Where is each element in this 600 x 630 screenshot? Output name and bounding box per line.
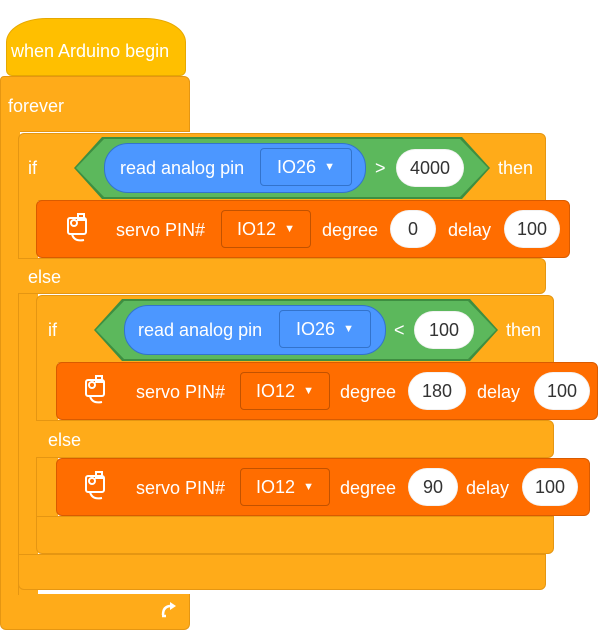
servo-inner-else-pin-dropdown[interactable]: IO12 ▼: [240, 468, 330, 506]
outer-threshold-input[interactable]: 4000: [396, 149, 464, 187]
forever-block[interactable]: [0, 76, 190, 132]
servo-outer-then-delay-label: delay: [448, 220, 492, 240]
servo-inner-else-pin: IO12: [256, 476, 296, 497]
triangle-down-icon: ▼: [324, 160, 335, 173]
servo-outer-then-label: servo PIN#: [116, 220, 206, 240]
outer-else-arm[interactable]: [18, 258, 546, 294]
servo-inner-else-delay-input[interactable]: 100: [522, 468, 578, 506]
servo-inner-then-delay: 100: [546, 380, 578, 401]
outer-if-label: if: [28, 158, 37, 178]
servo-inner-then-pin-dropdown[interactable]: IO12 ▼: [240, 372, 330, 410]
outer-then-label: then: [498, 158, 534, 178]
inner-threshold-value: 100: [428, 319, 460, 340]
servo-inner-else-delay: 100: [534, 476, 566, 497]
inner-bottom-arm[interactable]: [36, 516, 554, 554]
outer-bottom-arm[interactable]: [18, 554, 546, 590]
servo-outer-then-pin-dropdown[interactable]: IO12 ▼: [221, 210, 311, 248]
inner-else-arm[interactable]: [36, 420, 554, 458]
servo-outer-then-degree-input[interactable]: 0: [390, 210, 436, 248]
inner-read-analog-label: read analog pin: [138, 320, 263, 340]
servo-inner-then-delay-input[interactable]: 100: [534, 372, 590, 410]
outer-operator-symbol: >: [375, 158, 386, 178]
forever-label: forever: [8, 96, 65, 116]
servo-outer-then-delay-input[interactable]: 100: [504, 210, 560, 248]
inner-pin-dropdown[interactable]: IO26 ▼: [279, 310, 371, 348]
servo-inner-else-label: servo PIN#: [136, 478, 226, 498]
outer-read-analog-label: read analog pin: [120, 158, 245, 178]
outer-else-label: else: [28, 267, 62, 287]
servo-outer-then-delay: 100: [516, 218, 548, 239]
hat-block-label: when Arduino begin: [11, 41, 170, 61]
inner-if-label: if: [48, 320, 57, 340]
outer-pin-value: IO26: [277, 156, 317, 177]
inner-threshold-input[interactable]: 100: [414, 311, 474, 349]
triangle-down-icon: ▼: [343, 322, 354, 335]
servo-motor-icon: [80, 468, 110, 504]
outer-pin-dropdown[interactable]: IO26 ▼: [260, 148, 352, 186]
servo-inner-else-degree-input[interactable]: 90: [408, 468, 458, 506]
inner-pin-value: IO26: [296, 318, 336, 339]
servo-outer-then-degree: 0: [407, 218, 418, 239]
inner-then-label: then: [506, 320, 542, 340]
servo-inner-then-degree-label: degree: [340, 382, 397, 402]
triangle-down-icon: ▼: [303, 384, 314, 397]
servo-outer-then-pin: IO12: [237, 218, 277, 239]
servo-inner-then-degree: 180: [421, 380, 453, 401]
triangle-down-icon: ▼: [303, 480, 314, 493]
inner-else-label: else: [48, 430, 82, 450]
servo-inner-then-label: servo PIN#: [136, 382, 226, 402]
servo-inner-else-degree: 90: [422, 476, 444, 497]
servo-inner-then-pin: IO12: [256, 380, 296, 401]
outer-threshold-value: 4000: [409, 157, 451, 178]
servo-motor-icon: [80, 372, 110, 408]
triangle-down-icon: ▼: [284, 222, 295, 235]
hat-block-when-arduino-begin[interactable]: when Arduino begin: [6, 18, 186, 76]
servo-outer-then-degree-label: degree: [322, 220, 379, 240]
loop-arrow-icon: [156, 598, 180, 622]
servo-inner-else-delay-label: delay: [466, 478, 510, 498]
servo-inner-then-degree-input[interactable]: 180: [408, 372, 466, 410]
inner-operator-symbol: <: [394, 320, 405, 340]
servo-inner-else-degree-label: degree: [340, 478, 397, 498]
servo-inner-then-delay-label: delay: [477, 382, 521, 402]
servo-motor-icon: [62, 210, 92, 246]
outer-if-left-rail: [18, 199, 38, 595]
forever-bottom-arm[interactable]: [0, 594, 190, 630]
forever-left-rail: [0, 130, 20, 596]
